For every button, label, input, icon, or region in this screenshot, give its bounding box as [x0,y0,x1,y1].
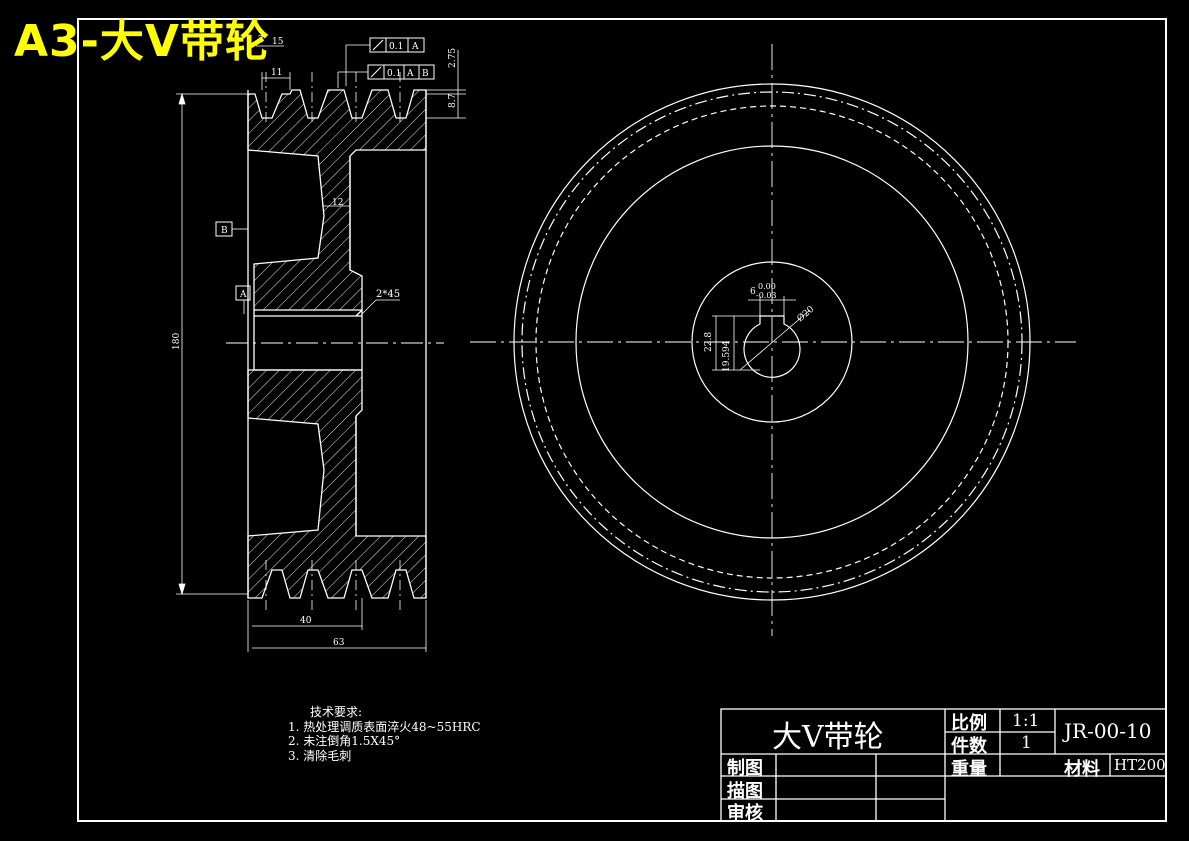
dim-87: 8.7 [448,93,458,108]
dim-11: 11 [271,68,282,78]
datum-a-label: A [239,290,247,300]
dim-2: 2 [258,35,264,45]
key-width: 6 [750,287,756,297]
title-block [720,708,1167,822]
dim-15: 15 [272,37,284,47]
checked-by-label: 审核 [727,803,763,824]
scale-label: 比例 [951,713,987,734]
groove-pitch-lines [265,72,401,612]
note-item-1: 1. 热处理调质表面淬火48~55HRC [288,719,481,734]
scale-value: 1:1 [1012,711,1040,731]
tol2-datum1: A [406,69,414,79]
datum-a-box [235,285,251,301]
dim-275: 2.75 [448,48,458,68]
dim-180: 180 [172,333,182,350]
part-name: 大V带轮 [772,720,884,755]
front-view [470,44,1076,636]
bore-dia: Ø20 [795,304,817,325]
qty-value: 1 [1021,733,1032,753]
tol1-datum: A [411,42,419,52]
note-item-3: 3. 清除毛刺 [288,748,352,763]
hatch-rim-top [247,89,427,311]
datum-b-label: B [221,226,228,236]
tol2-datum2: B [422,69,429,79]
key-tol-lower: -0.03 [756,291,777,300]
chamfer-line [355,309,363,317]
drawn-by-label: 制图 [727,758,763,779]
runout-arrow-icon [372,39,384,51]
sheet-size-title: A3-大V带轮 [14,16,270,67]
qty-label: 件数 [951,736,987,757]
material-label: 材料 [1064,759,1100,780]
dimension-lines [178,44,466,652]
dim-chamfer: 2*45 [376,289,400,300]
hatch-rim-bottom [247,369,427,599]
drawing-border [77,18,1167,822]
note-item-2: 2. 未注倒角1.5X45° [288,734,401,748]
keyway-19-594: 19.594 [722,340,732,372]
key-tol-upper: 0.00 [758,282,776,291]
keyway-bore [743,315,801,378]
runout-arrow-icon [370,66,382,78]
traced-by-label: 描图 [727,781,763,802]
datum-b-box [215,221,233,237]
notes-heading: 技术要求: [310,705,363,719]
dim-40: 40 [300,616,312,626]
tol2-value: 0.1 [387,69,401,79]
material-value: HT200 [1114,756,1166,774]
dim-12: 12 [332,198,343,208]
tolerance-frame-1 [369,37,425,53]
weight-label: 重量 [951,759,987,780]
front-view-dims [712,296,811,371]
section-view [176,72,444,612]
keyway-22-8: 22.8 [704,332,714,352]
drawing-number: JR-00-10 [1064,719,1152,743]
dimension-text: 2 15 11 12 2*45 40 63 180 2.75 8.7 [172,35,458,648]
tol1-value: 0.1 [389,42,403,52]
tolerance-frame-2 [367,64,435,80]
technical-requirements: 技术要求: 1. 热处理调质表面淬火48~55HRC 2. 未注倒角1.5X45… [288,705,481,763]
dim-63: 63 [333,638,345,648]
